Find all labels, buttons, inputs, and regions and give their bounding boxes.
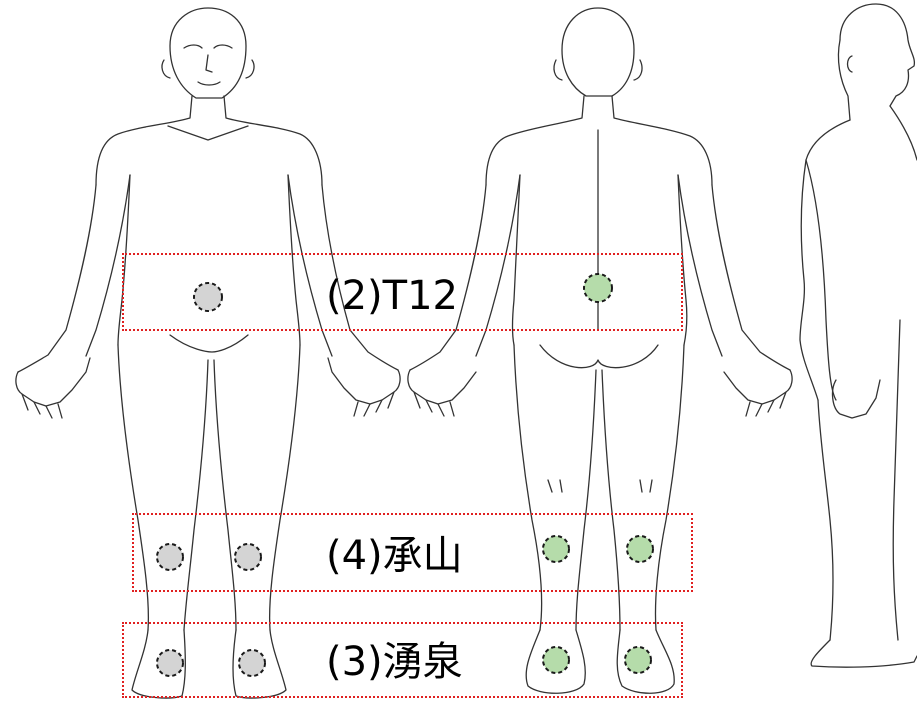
yongquan-zone-label: (3)湧泉 [326, 639, 463, 685]
front-body-figure [15, 7, 401, 699]
t12-zone-label: (2)T12 [326, 273, 458, 319]
chengshan-zone-box [132, 513, 693, 592]
chengshan-front-right-point [234, 543, 262, 571]
chengshan-zone-label: (4)承山 [326, 533, 463, 579]
yongquan-front-left-point [156, 649, 184, 677]
yongquan-zone-box [122, 622, 683, 698]
chengshan-front-left-point [156, 543, 184, 571]
t12-zone-box [122, 253, 683, 331]
side-body-figure [799, 3, 917, 668]
chengshan-back-left-point [542, 535, 570, 563]
chengshan-back-right-point [626, 535, 654, 563]
t12-front-point [193, 282, 223, 312]
yongquan-back-right-point [624, 646, 652, 674]
yongquan-front-right-point [238, 649, 266, 677]
t12-back-point [583, 273, 613, 303]
yongquan-back-left-point [542, 646, 570, 674]
